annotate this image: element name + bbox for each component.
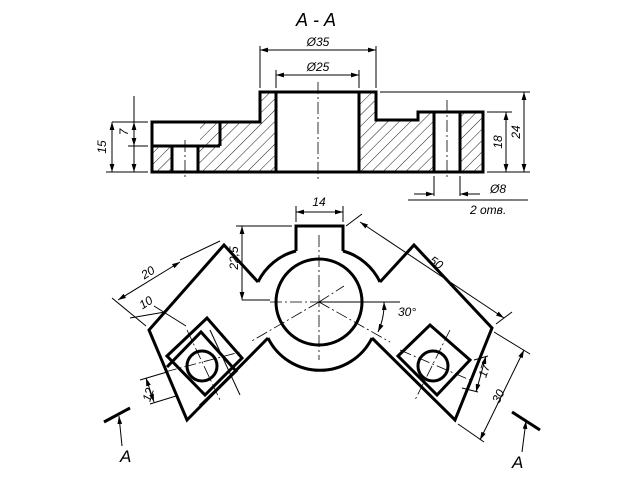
left-arm-outline xyxy=(147,242,270,423)
section-title: А - А xyxy=(295,10,336,30)
dim-arm-angle: 30° xyxy=(398,305,416,319)
dim-boss-height: 18 xyxy=(491,135,505,149)
dim-step-height: 7 xyxy=(117,127,131,135)
dim-arm-width-right: 30 xyxy=(489,387,507,405)
right-arm-outline xyxy=(370,242,494,423)
cut-label-right: А xyxy=(511,453,523,472)
hub-arc-left xyxy=(256,249,297,283)
dim-inner-diameter: Ø25 xyxy=(306,60,330,74)
dim-hole-offset-left: 12 xyxy=(139,386,157,403)
dim-pad-offset-left: 10 xyxy=(137,293,156,312)
dim-arm-length: 50 xyxy=(427,253,446,272)
cut-label-left: А xyxy=(119,447,131,466)
dim-slot-offset: 22,5 xyxy=(227,246,241,271)
section-view: Ø35 Ø25 15 7 18 24 Ø8 2 отв. xyxy=(95,35,530,217)
dim-slot-width: 14 xyxy=(312,195,326,209)
dim-arm-width-left: 20 xyxy=(138,263,158,283)
slot-outline xyxy=(294,224,345,251)
dim-outer-diameter: Ø35 xyxy=(306,35,330,49)
dim-boss-total: 24 xyxy=(509,125,523,140)
plan-view: 14 22,5 50 30° 20 10 12 17 xyxy=(103,195,541,472)
hub-arc-right xyxy=(342,249,382,283)
right-hole xyxy=(416,349,450,383)
dim-hole-diameter: Ø8 xyxy=(489,182,506,196)
hub-arc-bottom xyxy=(266,337,374,372)
dim-total-height: 15 xyxy=(95,140,109,154)
dim-hole-offset-right: 17 xyxy=(475,361,493,379)
dim-hole-count: 2 отв. xyxy=(469,203,506,217)
left-hole xyxy=(185,349,219,383)
section-outline xyxy=(150,90,485,174)
cut-mark-left xyxy=(103,406,131,424)
